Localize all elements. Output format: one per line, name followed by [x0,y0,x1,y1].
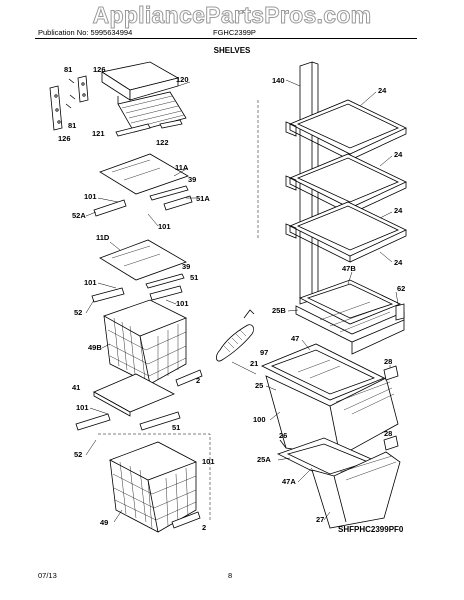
leader-lines [85,79,399,523]
shelf-rail-39-top [149,185,189,201]
glass-shelf-24-top [285,99,407,161]
label-24-a: 24 [378,86,387,95]
label-47: 47 [291,334,299,343]
label-27: 27 [316,515,324,524]
footer-page-number: 8 [228,571,233,580]
label-41: 41 [72,383,80,392]
shelf-41 [93,373,175,417]
label-126-bottom: 126 [58,134,71,143]
wire-basket-49 [109,441,197,533]
label-101-a: 101 [84,192,97,201]
rail-121 [115,123,151,137]
crisper-drawer-25 [265,375,399,457]
left-bracket-126-top [77,75,89,103]
label-122: 122 [156,138,169,147]
crisper-drawer-25B [295,301,405,355]
rail-122 [159,119,183,129]
glass-shelf-24-bottom [285,201,407,263]
shelf-support-51-top [149,285,183,301]
label-39-mid: 39 [182,262,190,271]
label-140: 140 [272,76,285,85]
label-101-d: 101 [176,299,189,308]
label-52-bottom: 52 [74,450,82,459]
left-bracket-126-bottom [49,85,63,131]
clip-28-upper [383,365,399,381]
label-101-b: 101 [158,222,171,231]
label-81-bottom: 81 [68,121,76,130]
shelf-support-52-bottom [75,413,111,431]
wire-basket-49B [103,299,187,385]
label-62: 62 [397,284,405,293]
label-25B: 25B [272,306,286,315]
side-part-62 [395,303,405,321]
label-25: 25 [255,381,263,390]
coil-97 [216,309,257,375]
label-39-top: 39 [188,175,196,184]
label-120: 120 [176,75,189,84]
label-47B: 47B [342,264,356,273]
glass-shelf-11A [99,153,189,195]
label-26: 26 [279,431,287,440]
shelf-support-51-bottom [139,411,181,431]
label-101-f: 101 [202,457,215,466]
label-49B: 49B [88,343,102,352]
label-2-top: 2 [196,376,200,385]
label-52A: 52A [72,211,86,220]
label-11A: 11A [175,163,189,172]
shelf-support-51A [163,195,193,211]
label-21: 21 [250,359,258,368]
label-28-upper: 28 [384,357,392,366]
clip-28-lower [383,435,399,451]
drawing-code: SHFPHC2399PF0 [338,525,404,534]
label-52-top: 52 [74,308,82,317]
shelf-support-52A [93,199,127,217]
shelf-rail-39-mid [145,273,185,289]
watermark: AppliancePartsPros.com [92,2,372,29]
label-51-top: 51 [190,273,198,282]
label-47A: 47A [282,477,296,486]
label-121: 121 [92,129,105,138]
glass-shelf-24-mid [285,153,407,215]
crisper-drawer-27 [311,451,401,529]
label-101-e: 101 [76,403,89,412]
handle-2-top [175,369,203,387]
screws-81 [65,78,76,109]
label-51A: 51A [196,194,210,203]
label-49: 49 [100,518,108,527]
shelf-support-52-top [91,287,125,303]
handle-2-bottom [171,511,201,529]
label-24-c: 24 [394,206,403,215]
label-101-c: 101 [84,278,97,287]
label-2-bottom: 2 [202,523,206,532]
crisper-cover-47 [261,343,385,401]
header-rule [35,38,417,39]
footer-date: 07/13 [38,571,57,580]
publication-number: Publication No: 5995634994 [38,28,133,37]
model-number: FGHC2399P [213,28,256,37]
label-100: 100 [253,415,266,424]
label-24-d: 24 [394,258,403,267]
label-51-bottom: 51 [172,423,180,432]
section-title: SHELVES [213,46,251,55]
label-25A: 25A [257,455,271,464]
label-81-top: 81 [64,65,72,74]
label-126-top: 126 [93,65,106,74]
label-97: 97 [260,348,268,357]
label-11D: 11D [96,233,110,242]
dashed-guide [98,433,211,520]
label-28-lower: 28 [384,429,392,438]
glass-shelf-11D [99,239,187,281]
label-24-b: 24 [394,150,403,159]
